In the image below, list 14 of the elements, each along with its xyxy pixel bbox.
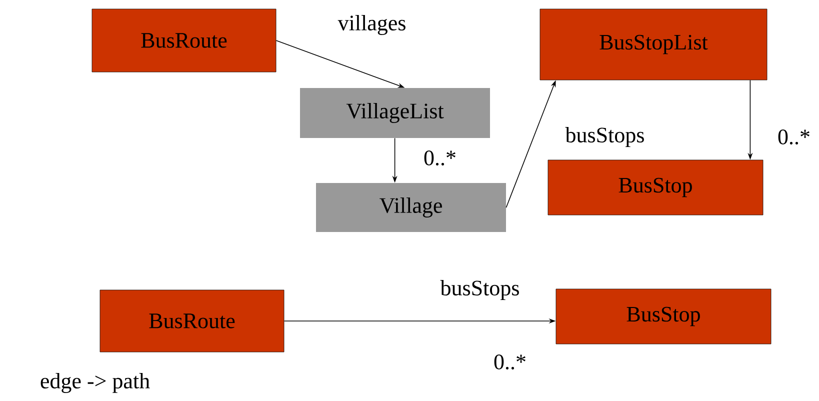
process-box: BusStop: [556, 288, 772, 344]
caption-text: edge -> path: [40, 372, 150, 393]
class-box: Village: [316, 183, 506, 232]
edge-label: 0..*: [778, 130, 810, 144]
class-box: VillageList: [300, 88, 490, 138]
multiplicity-label: 0..*: [494, 354, 526, 370]
edge-label: busStops: [565, 127, 644, 147]
process-box: BusRoute: [100, 290, 284, 352]
edge-label: villages: [338, 15, 406, 35]
edge-label: busStops: [440, 280, 519, 300]
edge-label: 0..*: [424, 150, 456, 166]
process-box: BusStopList: [540, 8, 768, 80]
process-box: BusRoute: [92, 8, 276, 72]
process-box: BusStop: [548, 160, 764, 216]
